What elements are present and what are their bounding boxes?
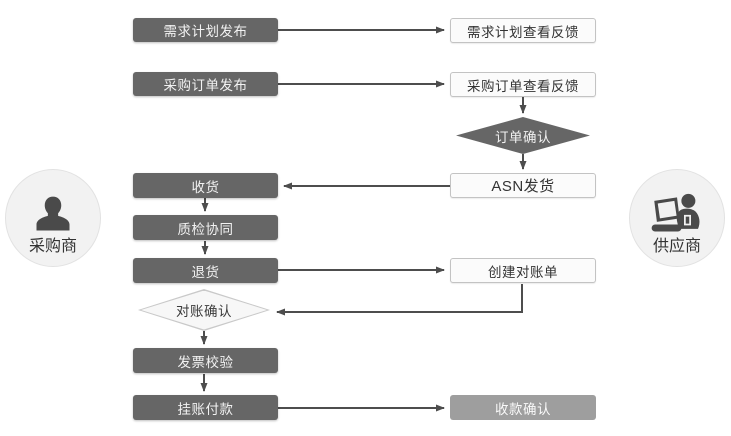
node-label: 采购订单查看反馈	[467, 78, 579, 94]
node-demand-plan-feedback: 需求计划查看反馈	[450, 18, 596, 43]
node-label: 发票校验	[177, 354, 234, 370]
node-label: 创建对账单	[488, 264, 558, 280]
arrow-statement-to-confirm	[276, 284, 523, 316]
actor-supplier: 供应商	[629, 169, 725, 267]
node-return-goods: 退货	[133, 258, 278, 283]
person-laptop-icon	[651, 194, 700, 232]
node-label: 质检协同	[177, 221, 234, 237]
node-label: 收货	[191, 179, 220, 195]
node-receipt-confirm: 收款确认	[450, 395, 596, 420]
actor-buyer: 采购商	[5, 169, 101, 267]
node-quality-check: 质检协同	[133, 215, 278, 240]
node-label: ASN发货	[491, 178, 555, 195]
node-po-feedback: 采购订单查看反馈	[450, 72, 596, 97]
node-pending-payment: 挂账付款	[133, 395, 278, 420]
node-po-publish: 采购订单发布	[133, 72, 278, 96]
node-statement-confirm: 对账确认	[138, 289, 270, 331]
node-order-confirm: 订单确认	[456, 117, 590, 154]
node-label: 收款确认	[495, 401, 551, 417]
node-label: 订单确认	[495, 129, 551, 145]
node-label: 需求计划查看反馈	[467, 24, 579, 40]
node-asn-ship: ASN发货	[450, 173, 596, 198]
node-label: 采购订单发布	[163, 78, 248, 93]
node-invoice-check: 发票校验	[133, 348, 278, 373]
node-label: 退货	[191, 264, 220, 280]
actor-supplier-label: 供应商	[652, 238, 701, 256]
node-label: 需求计划发布	[163, 24, 248, 39]
node-label: 对账确认	[176, 304, 232, 319]
actor-buyer-label: 采购商	[28, 238, 77, 256]
node-demand-plan-publish: 需求计划发布	[133, 18, 278, 42]
person-icon	[36, 196, 70, 231]
node-label: 挂账付款	[177, 401, 234, 417]
node-receive-goods: 收货	[133, 173, 278, 198]
node-create-statement: 创建对账单	[450, 258, 596, 283]
